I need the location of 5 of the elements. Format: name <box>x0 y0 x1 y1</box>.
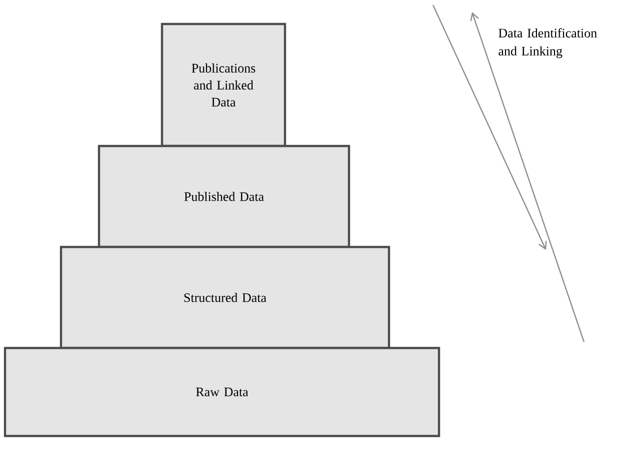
pyramid-tier: Published Data <box>98 144 350 248</box>
pyramid-tier: Structured Data <box>60 246 390 350</box>
pyramid-tier: Publications and Linked Data <box>160 22 286 148</box>
pyramid-tier: Raw Data <box>4 346 440 438</box>
side-label: Data Identification and Linking <box>498 28 597 58</box>
